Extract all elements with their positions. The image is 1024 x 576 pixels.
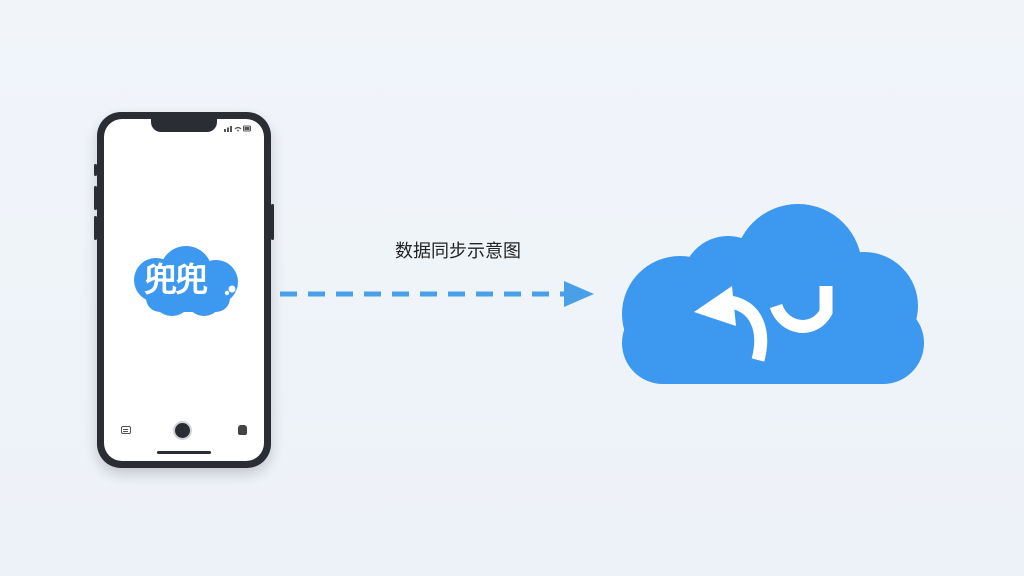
cloud-logo-icon [134, 246, 241, 316]
phone-volume-down [94, 216, 97, 240]
app-logo-text: 兜兜 [144, 260, 208, 299]
smartphone: 兜兜 [94, 112, 274, 468]
phone-power-button [271, 204, 274, 240]
menu-icon[interactable] [121, 426, 131, 434]
dashed-arrow-right-icon [280, 281, 594, 307]
cloud-sync-icon [622, 204, 924, 384]
camera-shutter-icon[interactable] [175, 423, 190, 438]
phone-volume-up [94, 186, 97, 210]
diagram-caption: 数据同步示意图 [395, 241, 521, 262]
lock-icon[interactable] [238, 425, 247, 435]
phone-mute-switch [94, 164, 97, 176]
app-logo[interactable]: 兜兜 [128, 244, 246, 324]
status-bar-icons [224, 125, 251, 132]
phone-notch [151, 119, 217, 132]
phone-screen: 兜兜 [104, 119, 264, 461]
home-indicator[interactable] [157, 451, 211, 454]
phone-bottom-bar [104, 423, 264, 439]
